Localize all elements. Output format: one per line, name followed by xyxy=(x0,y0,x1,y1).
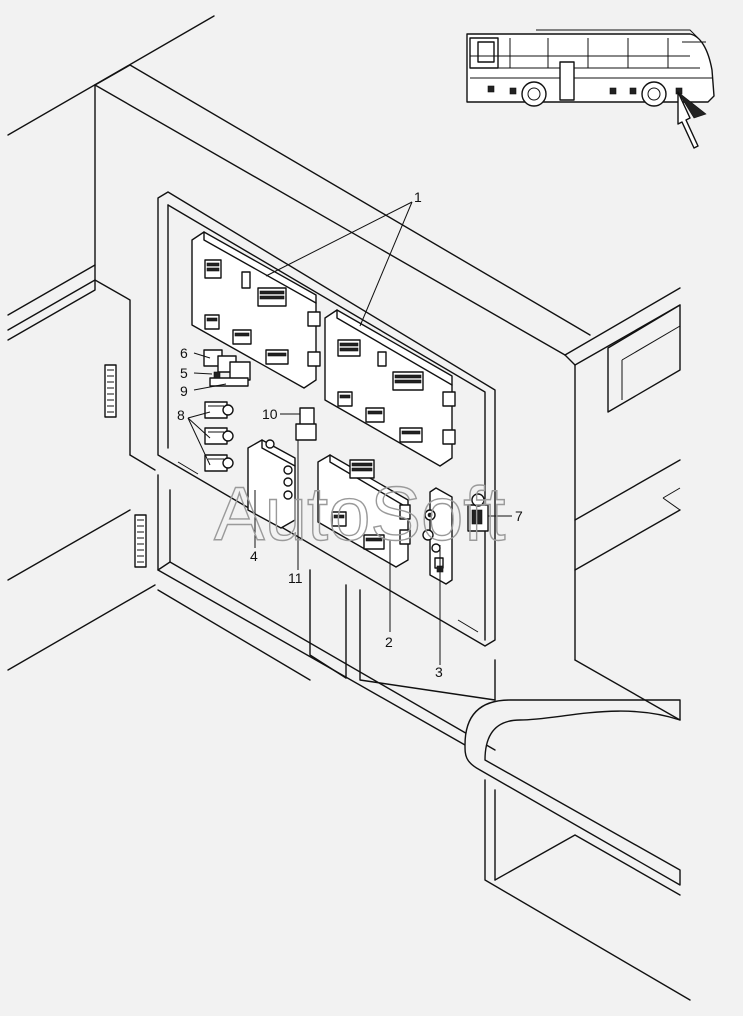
control-board-lower xyxy=(317,454,411,568)
control-board-left xyxy=(191,231,321,389)
vent-grille xyxy=(104,364,117,418)
junction-module xyxy=(247,439,296,529)
callout-4: 4 xyxy=(250,548,258,564)
callout-1: 1 xyxy=(414,189,422,205)
callout-11: 11 xyxy=(288,570,303,586)
callout-10: 10 xyxy=(262,406,278,422)
watermark: AutoSoft xyxy=(214,472,506,557)
relay-block xyxy=(203,349,251,387)
cabinet-structure xyxy=(7,15,691,1001)
callout-7: 7 xyxy=(515,508,523,524)
switch-unit xyxy=(467,493,489,532)
fuse-holder xyxy=(295,407,317,441)
bus-side-view-icon xyxy=(466,29,715,107)
arrow-pointer-icon xyxy=(677,91,707,149)
callout-6: 6 xyxy=(180,345,188,361)
callout-9: 9 xyxy=(180,383,188,399)
connector-stack xyxy=(204,401,234,472)
callout-3: 3 xyxy=(435,664,443,680)
control-board-right xyxy=(324,309,456,467)
leader-lines xyxy=(187,201,512,665)
callout-labels: 1 2 3 4 5 6 7 8 9 10 11 xyxy=(177,189,523,680)
vent-grille xyxy=(134,514,147,568)
callout-8: 8 xyxy=(177,407,185,423)
callout-5: 5 xyxy=(180,365,188,381)
callout-2: 2 xyxy=(385,634,393,650)
